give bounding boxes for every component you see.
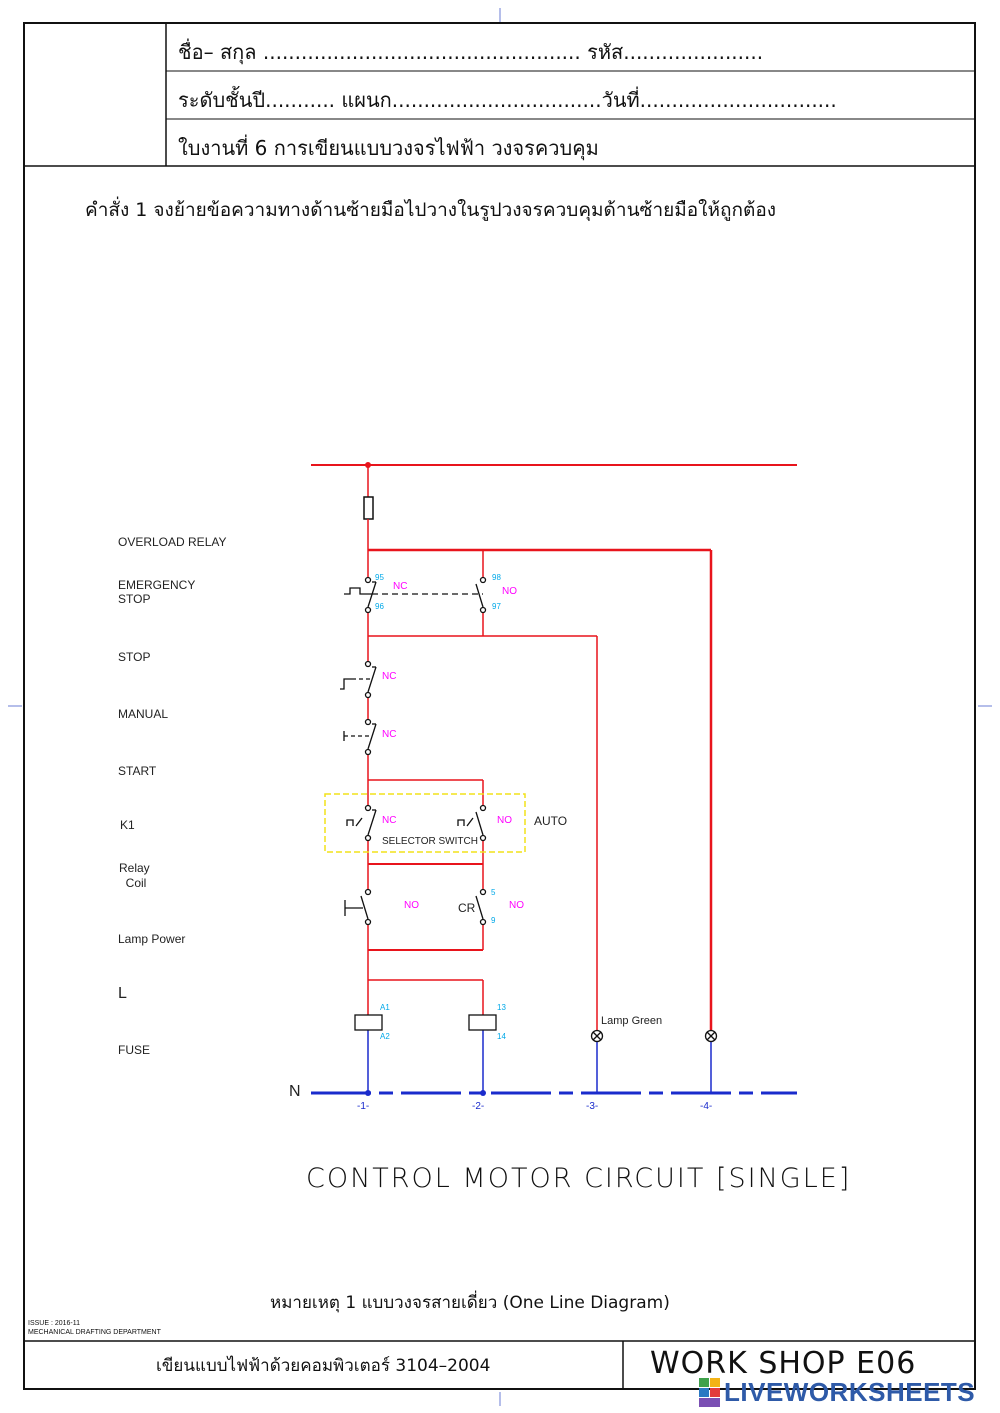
selector-switch-label: SELECTOR SWITCH <box>382 836 478 847</box>
word-bank-item[interactable]: OVERLOAD RELAY <box>118 535 227 549</box>
contact-symbols <box>340 576 718 1043</box>
contact-type-nc: NC <box>393 581 408 592</box>
selector-switch-box <box>324 793 526 853</box>
name-row: ชื่อ– สกุล .............................… <box>178 40 764 64</box>
contact-type-nc: NC <box>382 729 397 740</box>
cr-label: CR <box>458 901 476 915</box>
red-wiring <box>363 465 713 1030</box>
contact-type-no: NO <box>404 900 419 911</box>
word-bank-item[interactable]: MANUAL <box>118 707 169 721</box>
coil-terminal-a1: A1 <box>380 1003 390 1012</box>
terminal-95: 95 <box>375 573 384 582</box>
sheet-frame <box>23 22 976 1390</box>
liveworksheets-logo-icon <box>698 1378 722 1408</box>
word-bank-item[interactable]: K1 <box>120 818 135 832</box>
terminal-5: 5 <box>491 888 496 897</box>
terminal-9: 9 <box>491 916 496 925</box>
contact-type-nc: NC <box>382 671 397 682</box>
coil-terminal-14: 14 <box>497 1032 506 1041</box>
word-bank-item[interactable]: EMERGENCY STOP <box>118 578 196 606</box>
coil-terminal-a2: A2 <box>380 1032 390 1041</box>
neutral-dots <box>365 1090 486 1096</box>
neutral-wiring <box>367 1030 712 1093</box>
contact-type-no: NO <box>509 900 524 911</box>
brand-name[interactable]: LIVEWORKSHEETS <box>724 1377 976 1407</box>
word-bank-item[interactable]: STOP <box>118 650 151 664</box>
terminal-96: 96 <box>375 602 384 611</box>
note-text: หมายเหตุ 1 แบบวงจรสายเดี่ยว (One Line Di… <box>270 1293 670 1313</box>
word-bank-item[interactable]: START <box>118 764 157 778</box>
line-number: -4- <box>700 1101 713 1112</box>
line-number: -1- <box>357 1101 370 1112</box>
contact-type-no: NO <box>497 815 512 826</box>
issue-text: ISSUE : 2016-11 <box>28 1320 81 1327</box>
contact-type-no: NO <box>502 586 517 597</box>
registration-marks <box>8 8 992 1406</box>
coil-terminal-13: 13 <box>497 1003 506 1012</box>
word-bank-item[interactable]: Relay Coil <box>119 861 150 890</box>
terminal-97: 97 <box>492 602 501 611</box>
word-bank-item[interactable]: L <box>118 985 127 1002</box>
fuse-symbol <box>363 496 374 520</box>
workshop-title: WORK SHOP E06 <box>650 1346 917 1381</box>
instruction-text: คำสั่ง 1 จงย้ายข้อความทางด้านซ้ายมือไปวา… <box>85 199 777 221</box>
lamp-label: Lamp Green <box>601 1015 663 1027</box>
line-number: -2- <box>472 1101 485 1112</box>
line-number: -3- <box>586 1101 599 1112</box>
course-code: เขียนแบบไฟฟ้าด้วยคอมพิวเตอร์ 3104–2004 <box>156 1356 491 1376</box>
terminal-98: 98 <box>492 573 501 582</box>
contact-type-nc: NC <box>382 815 397 826</box>
neutral-label: N <box>289 1083 301 1100</box>
auto-label: AUTO <box>534 814 568 828</box>
diagram-title: CONTROL MOTOR CIRCUIT [SINGLE] <box>306 1163 852 1194</box>
word-bank-item[interactable]: Lamp Power <box>118 932 186 946</box>
department-text: MECHANICAL DRAFTING DEPARTMENT <box>28 1329 161 1336</box>
word-bank-item[interactable]: FUSE <box>118 1043 151 1057</box>
level-row: ระดับชั้นปี........... แผนก.............… <box>178 88 837 112</box>
sheet-title: ใบงานที่ 6 การเขียนแบบวงจรไฟฟ้า วงจรควบค… <box>178 136 599 160</box>
